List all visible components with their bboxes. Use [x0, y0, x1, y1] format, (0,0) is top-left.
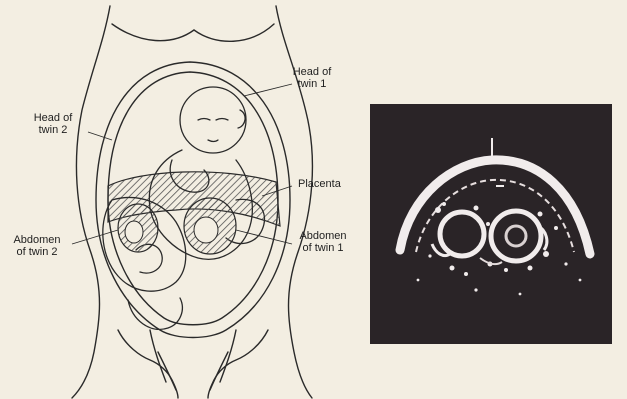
label-head-twin2: Head of twin 2: [22, 112, 84, 136]
twin1-abdomen-inner: [194, 217, 218, 243]
leg-left-inner: [150, 330, 166, 382]
label-abdomen-twin1: Abdomen of twin 1: [286, 230, 360, 254]
torso-outline-right: [276, 6, 312, 398]
label-placenta: Placenta: [298, 178, 364, 190]
pelvis-right: [208, 330, 268, 398]
twin1-face: [198, 119, 228, 121]
inner-thigh-left: [158, 352, 176, 390]
leader-abdomen-twin2: [72, 230, 118, 244]
torso-outline-left: [72, 6, 110, 398]
scan-abdomen-right-core: [506, 226, 526, 246]
label-abdomen-twin2: Abdomen of twin 2: [2, 234, 72, 258]
twin2-abdomen-inner: [125, 221, 143, 243]
scan-abdomen-right: [491, 211, 541, 261]
breast-left: [112, 24, 194, 41]
twin2-head-outline: [128, 298, 182, 329]
inner-thigh-right: [210, 352, 228, 390]
scan-uterine-wall: [400, 160, 590, 254]
scan-abdomen-left: [440, 212, 484, 256]
pelvis-left: [118, 330, 178, 398]
ultrasound-echoes: [370, 104, 612, 344]
leader-head-twin2: [88, 132, 112, 140]
twin1-ear: [238, 110, 245, 128]
breast-right: [194, 24, 274, 41]
leader-abdomen-twin1: [236, 230, 292, 244]
twin1-head: [180, 87, 246, 153]
twin1-mouth: [208, 140, 218, 142]
ultrasound-scan-image: [370, 104, 612, 344]
twin-diagram-drawing: [0, 0, 360, 399]
label-head-twin1: Head of twin 1: [282, 66, 342, 90]
leg-right-inner: [220, 330, 236, 382]
